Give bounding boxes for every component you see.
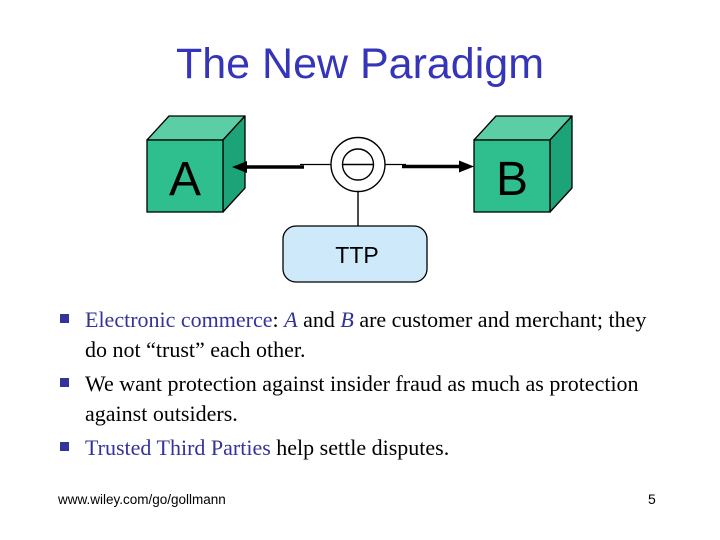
ttp-diagram: A B (146, 115, 573, 283)
bullet-text: Trusted Third Parties help settle disput… (85, 435, 450, 460)
bullet-item-1: Electronic commerce: A and B are custome… (58, 305, 670, 365)
cube-b: B (473, 115, 573, 213)
mediator-symbol (330, 136, 386, 193)
bullet-marker (60, 314, 69, 323)
ttp-box (282, 225, 428, 283)
ttp-node: TTP (282, 225, 428, 283)
bullet-item-3: Trusted Third Parties help settle disput… (58, 433, 670, 463)
page-number: 5 (648, 491, 656, 507)
cube-b-label: B (496, 153, 528, 206)
cube-a-label: A (169, 153, 201, 206)
arrowhead-right (459, 160, 474, 173)
bullet-list: Electronic commerce: A and B are custome… (58, 305, 670, 467)
ttp-label: TTP (335, 242, 378, 268)
cube-b-front-face (473, 139, 551, 213)
bullet-item-2: We want protection against insider fraud… (58, 369, 670, 429)
slide-title: The New Paradigm (175, 40, 545, 88)
bullet-text: Electronic commerce: A and B are custome… (85, 307, 647, 362)
bullet-marker (60, 378, 69, 387)
arrow-to-a (232, 161, 304, 173)
cube-a: A (146, 115, 246, 213)
bullet-text: We want protection against insider fraud… (85, 371, 639, 426)
bullet-marker (60, 442, 69, 451)
arrow-to-b (402, 160, 474, 173)
footer-url: www.wiley.com/go/gollmann (58, 492, 226, 507)
cube-a-front-face (146, 139, 224, 213)
arrowhead-left (232, 161, 247, 173)
